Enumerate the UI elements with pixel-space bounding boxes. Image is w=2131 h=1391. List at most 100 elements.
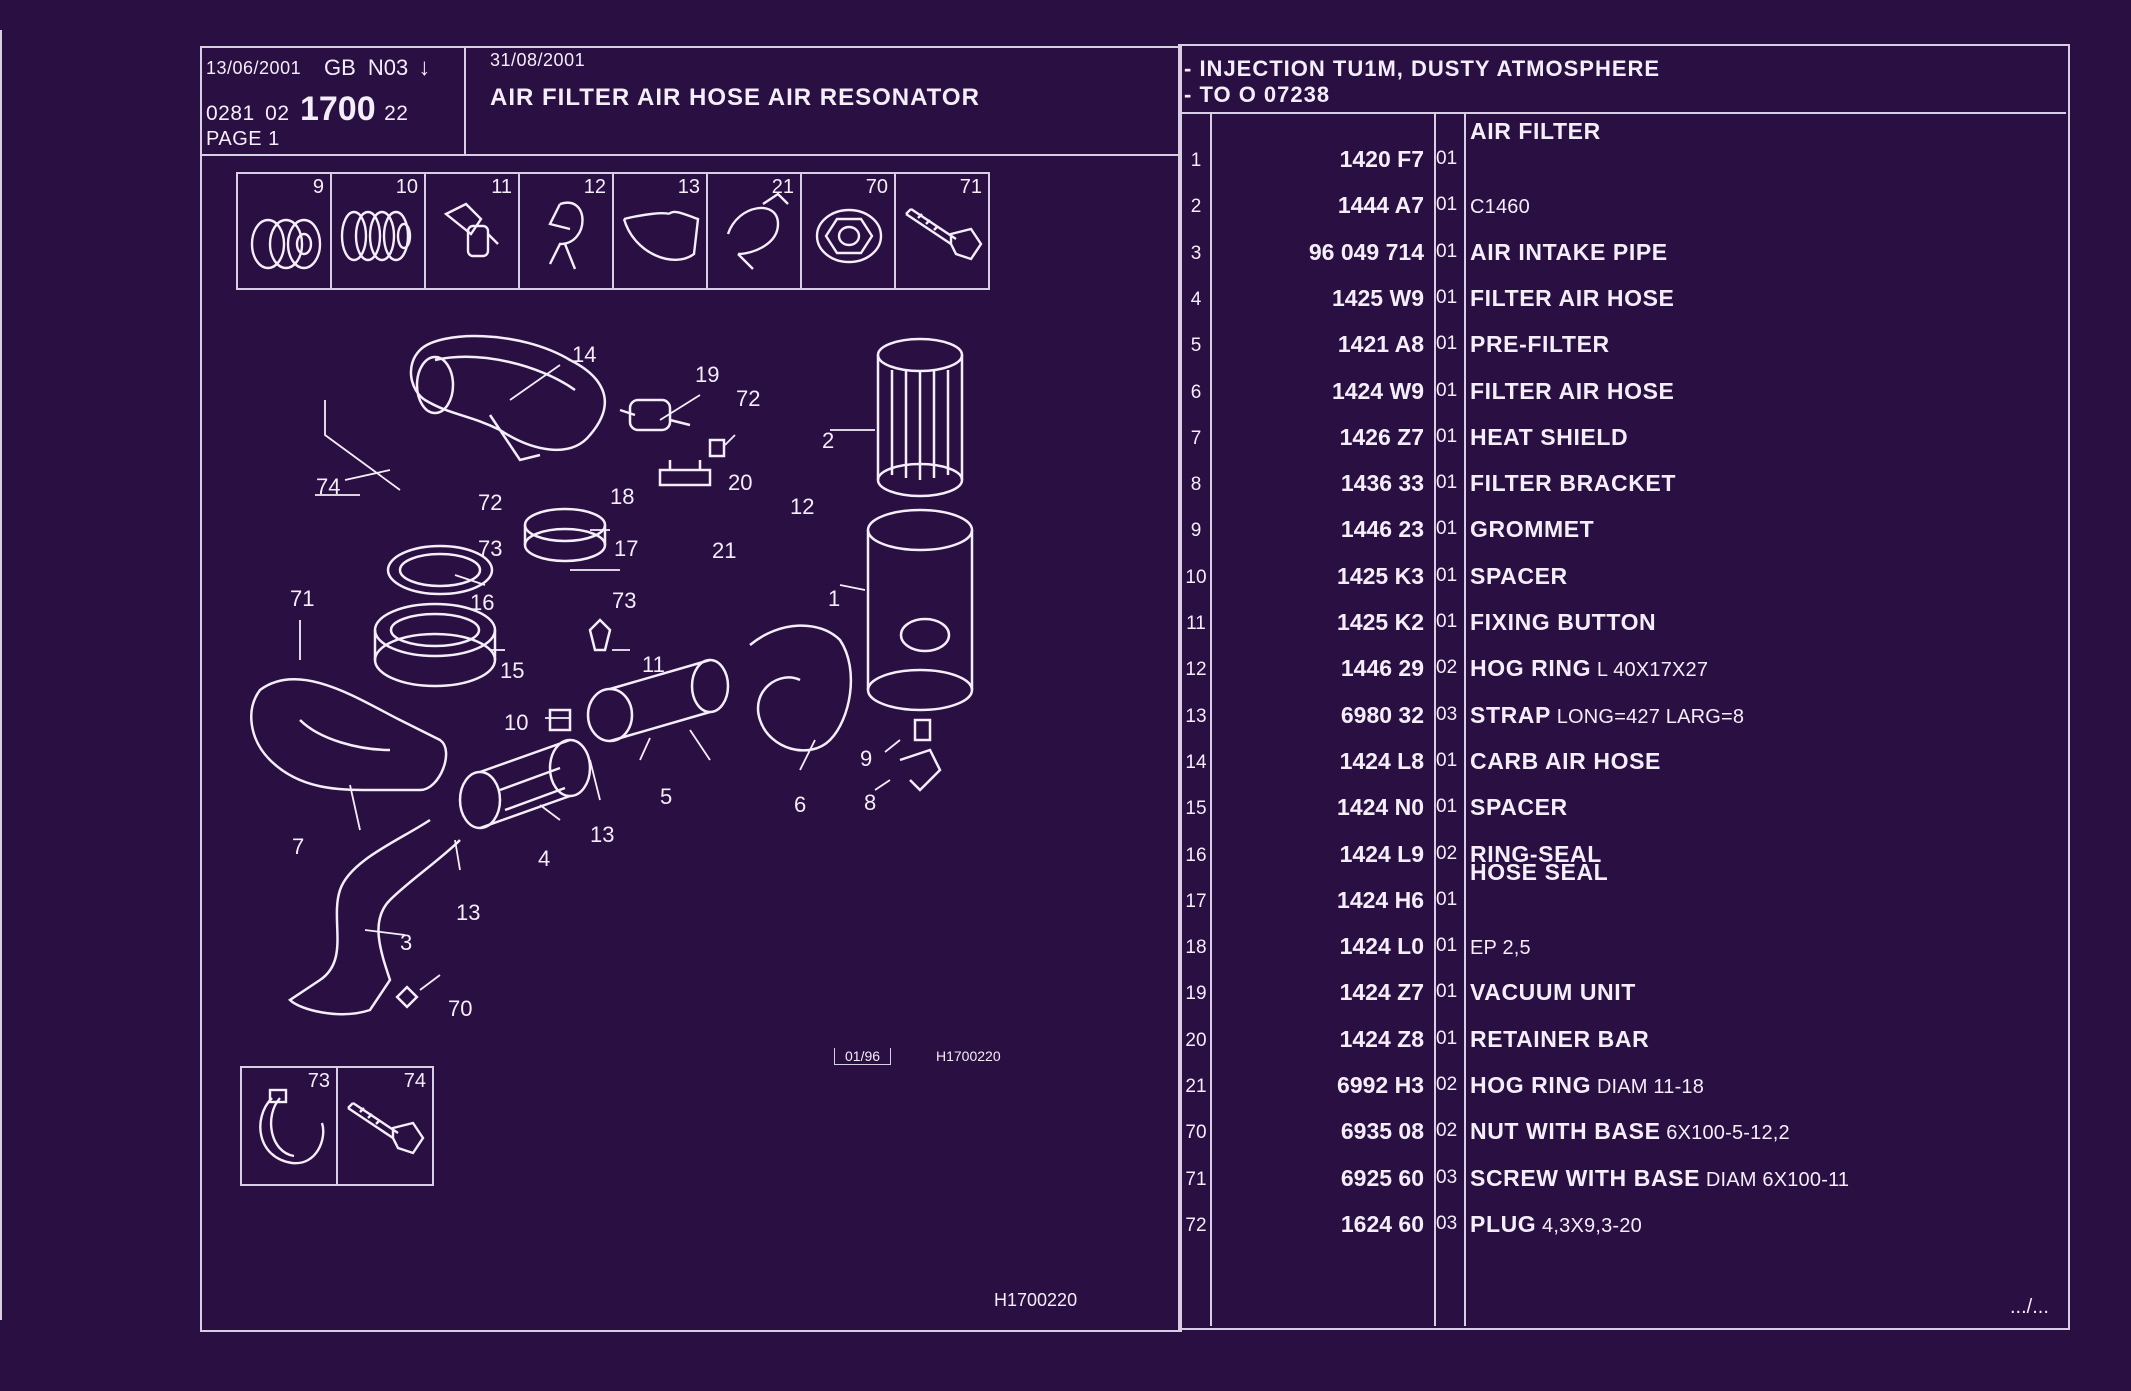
row-number: 4 (1190, 288, 1202, 310)
part-description: C1460 (1470, 192, 1530, 219)
hog-ring-icon (548, 201, 584, 270)
part-name: FIXING BUTTON (1470, 609, 1657, 635)
part-quantity: 01 (1436, 333, 1458, 355)
part-description: SCREW WITH BASE DIAM 6X100-11 (1470, 1165, 1849, 1192)
callout-72: 72 (478, 490, 503, 515)
exploded-diagram (250, 334, 974, 1016)
row-number: 16 (1185, 844, 1207, 866)
part-group-header: AIR FILTER (1470, 118, 1601, 144)
part-description: RING-SEAL (1470, 841, 1602, 868)
part-description: GROMMET (1470, 516, 1594, 543)
revision-label: 01/96 (845, 1048, 881, 1064)
part-reference: 1424 L9 (1339, 840, 1424, 867)
callout-13: 13 (456, 900, 481, 925)
callout-11: 11 (642, 652, 665, 677)
ref-main: 1700 (299, 90, 376, 128)
row-number: 8 (1190, 474, 1202, 496)
retainer-bar-shape (658, 460, 712, 487)
language-code: GB N03 ↓ (324, 54, 430, 82)
date-update: 31/08/2001 (490, 50, 586, 70)
row-number: 72 (1185, 1214, 1207, 1236)
strap-icon (622, 210, 700, 261)
carb-air-hose-shape (409, 334, 607, 462)
part-quantity: 01 (1436, 981, 1458, 1003)
revision-box: 01/96 (834, 1048, 892, 1065)
part-quantity: 02 (1436, 657, 1458, 679)
callout-7: 7 (292, 834, 305, 859)
spacer-10-shape (548, 708, 572, 732)
part-name: SCREW WITH BASE (1470, 1164, 1701, 1191)
part-reference: 1424 Z7 (1339, 979, 1424, 1006)
part-reference: 1624 60 (1340, 1210, 1424, 1237)
part-quantity: 02 (1436, 1074, 1458, 1095)
thumbnail-number: 13 (677, 176, 700, 198)
part-reference: 6992 H3 (1337, 1072, 1424, 1098)
thumbnail-9: 9 (236, 172, 332, 290)
row-number: 70 (1185, 1122, 1207, 1144)
part-name: RETAINER BAR (1470, 1025, 1650, 1052)
row-number: 10 (1185, 566, 1207, 588)
callout-70: 70 (448, 996, 473, 1021)
callout-17: 17 (614, 536, 639, 561)
callout-6: 6 (794, 792, 807, 817)
part-description: SPACER (1470, 794, 1568, 821)
leader-lines (299, 364, 901, 991)
row-number: 14 (1185, 751, 1207, 773)
part-quantity: 01 (1436, 286, 1458, 308)
row-number: 20 (1185, 1029, 1207, 1051)
callout-73: 73 (478, 536, 503, 561)
callout-9: 9 (860, 746, 873, 771)
left-panel-frame (200, 46, 1182, 1332)
right-header-line (1178, 112, 2066, 114)
thumbnail-number: 9 (312, 176, 324, 198)
callout-5: 5 (660, 784, 673, 809)
part-name: PLUG (1470, 1210, 1537, 1237)
ref-suffix: 22 (384, 102, 409, 125)
part-group-header: HOSE SEAL (1470, 858, 1609, 885)
callout-21: 21 (712, 538, 737, 563)
row-number: 19 (1185, 983, 1207, 1005)
part-name: SPACER (1470, 794, 1568, 821)
part-quantity: 02 (1436, 842, 1458, 864)
part-name: STRAP (1470, 701, 1551, 728)
part-name: FILTER AIR HOSE (1470, 284, 1675, 311)
part-description: NUT WITH BASE 6X100-5-12,2 (1470, 1118, 1790, 1145)
part-reference: 6980 32 (1340, 701, 1424, 728)
part-quantity: 01 (1436, 935, 1458, 957)
ref-mid: 02 (265, 102, 290, 125)
row-number: 18 (1185, 937, 1207, 959)
nut-icon (815, 208, 883, 264)
part-name: VACUUM UNIT (1470, 979, 1636, 1006)
part-reference: 1425 K2 (1337, 609, 1424, 635)
part-quantity: 01 (1436, 148, 1458, 169)
callout-19: 19 (695, 362, 720, 387)
spacer-icon (340, 210, 412, 262)
part-description: STRAP LONG=427 LARG=8 (1470, 702, 1744, 729)
nut-70-shape (395, 985, 419, 1009)
part-reference: 1426 Z7 (1339, 423, 1424, 450)
part-name: HOG RING (1470, 1072, 1592, 1098)
lang-label: GB (324, 55, 356, 80)
part-quantity: 01 (1436, 888, 1458, 910)
down-arrow-icon: ↓ (418, 54, 431, 81)
row-number: 7 (1190, 427, 1202, 449)
part-name: HEAT SHIELD (1470, 423, 1629, 450)
part-reference: 1446 29 (1340, 655, 1424, 682)
part-name: NUT WITH BASE (1470, 1118, 1661, 1145)
thumbnail-74: 74 (336, 1066, 434, 1186)
row-number: 21 (1185, 1076, 1207, 1097)
part-description: HEAT SHIELD (1470, 424, 1628, 451)
part-reference: 1425 K3 (1337, 562, 1424, 589)
callout-72: 72 (736, 386, 761, 411)
part-reference: 96 049 714 (1308, 238, 1424, 265)
part-reference: 1424 H6 (1337, 886, 1424, 913)
part-quantity: 03 (1436, 1166, 1458, 1188)
thumbnail-number: 12 (583, 176, 606, 198)
part-description: SPACER (1470, 563, 1568, 590)
row-number: 71 (1185, 1168, 1207, 1190)
part-quantity: 01 (1436, 425, 1458, 447)
part-spec: LONG=427 LARG=8 (1550, 705, 1745, 728)
callout-16: 16 (470, 590, 495, 615)
part-description: FILTER AIR HOSE (1470, 285, 1675, 312)
left-edge-line (0, 30, 2, 1320)
